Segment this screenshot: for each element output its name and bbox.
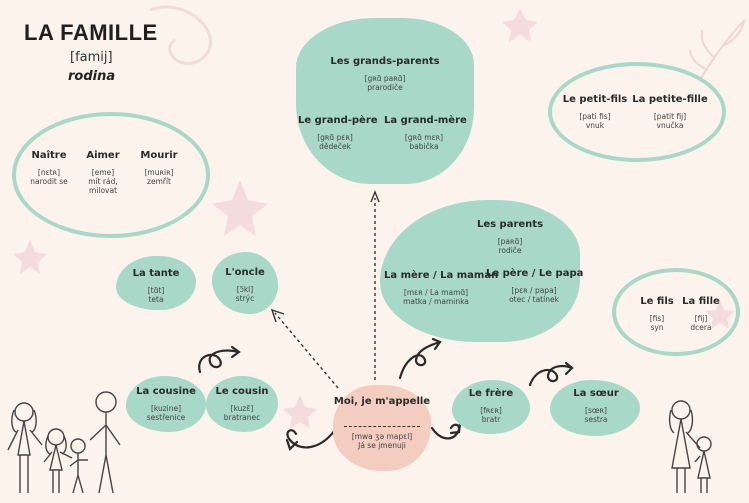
word-fille: La fille[fij]dcera — [682, 296, 720, 332]
word-tante: La tante[tɑ̃t]teta — [132, 268, 180, 304]
center-blob — [333, 385, 431, 471]
parents-blob — [380, 200, 580, 342]
word-soeur: La sœur[sœʀ]sestra — [573, 388, 619, 424]
swirl-decoration — [149, 5, 212, 65]
word-petit-fils: Le petit-fils[pati fis]vnuk — [562, 94, 628, 130]
word-grand-mere: La grand-mère[gʀɑ̃ mɛʀ]babička — [384, 115, 467, 151]
frere-blob — [452, 380, 530, 434]
cousine-blob — [126, 376, 206, 432]
verb-naitre: Naître[nɛtʀ]narodit se — [30, 150, 68, 186]
grandparents-blob — [296, 18, 474, 184]
word-cousine: La cousine[kuzine]sestřenice — [136, 386, 196, 422]
grandchildren-circle — [548, 62, 726, 162]
children-circle — [612, 268, 740, 356]
title-pronunciation: [famij] — [70, 50, 113, 65]
curly-arrows — [198, 337, 574, 452]
word-pere-papa: Le père / Le papa[pɛʀ / papa]otec / tatí… — [486, 268, 584, 304]
page-title: LA FAMILLE — [24, 20, 158, 45]
word-mere-maman: La mère / La maman[mɛʀ / La mamɑ̃]matka … — [384, 270, 499, 306]
verb-mourir: Mourir[muʀiʀ]zemřít — [140, 150, 178, 186]
arrow-to-oncle — [274, 312, 339, 389]
family-figures-right — [668, 400, 712, 493]
word-cousin: Le cousin[kuzɛ̃]bratranec — [215, 386, 269, 422]
word-oncle: L'oncle[ɔ̃kl]strýc — [225, 267, 265, 303]
family-figures-left — [7, 391, 121, 494]
word-fils: Le fils[fis]syn — [640, 296, 674, 332]
verbs-circle — [12, 112, 210, 238]
word-petite-fille: La petite-fille[patit fij]vnučka — [632, 94, 708, 130]
cousin-blob — [206, 376, 278, 432]
word-grand-pere: Le grand-père[gʀɑ̃ pɛʀ]dědeček — [298, 115, 378, 151]
oncle-blob — [212, 252, 278, 314]
word-moi-pronunciation: [mwa ʒə mapɛl]Já se jmenuji — [351, 432, 413, 451]
word-moi: Moi, je m'appelle — [333, 396, 431, 407]
word-grands-parents: Les grands-parents[gʀɑ̃ paʀɑ̃]prarodiče — [330, 56, 440, 92]
title-translation: rodina — [68, 69, 116, 84]
word-parents: Les parents[paʀɑ̃]rodiče — [476, 219, 544, 255]
verb-aimer: Aimer[eme]mít rád, milovat — [86, 150, 120, 196]
tante-blob — [116, 256, 196, 310]
soeur-blob — [550, 380, 640, 436]
word-frere: Le frère[fʀɛʀ]bratr — [468, 388, 514, 424]
leaf-decoration — [689, 19, 746, 81]
name-blank-line — [344, 426, 420, 427]
